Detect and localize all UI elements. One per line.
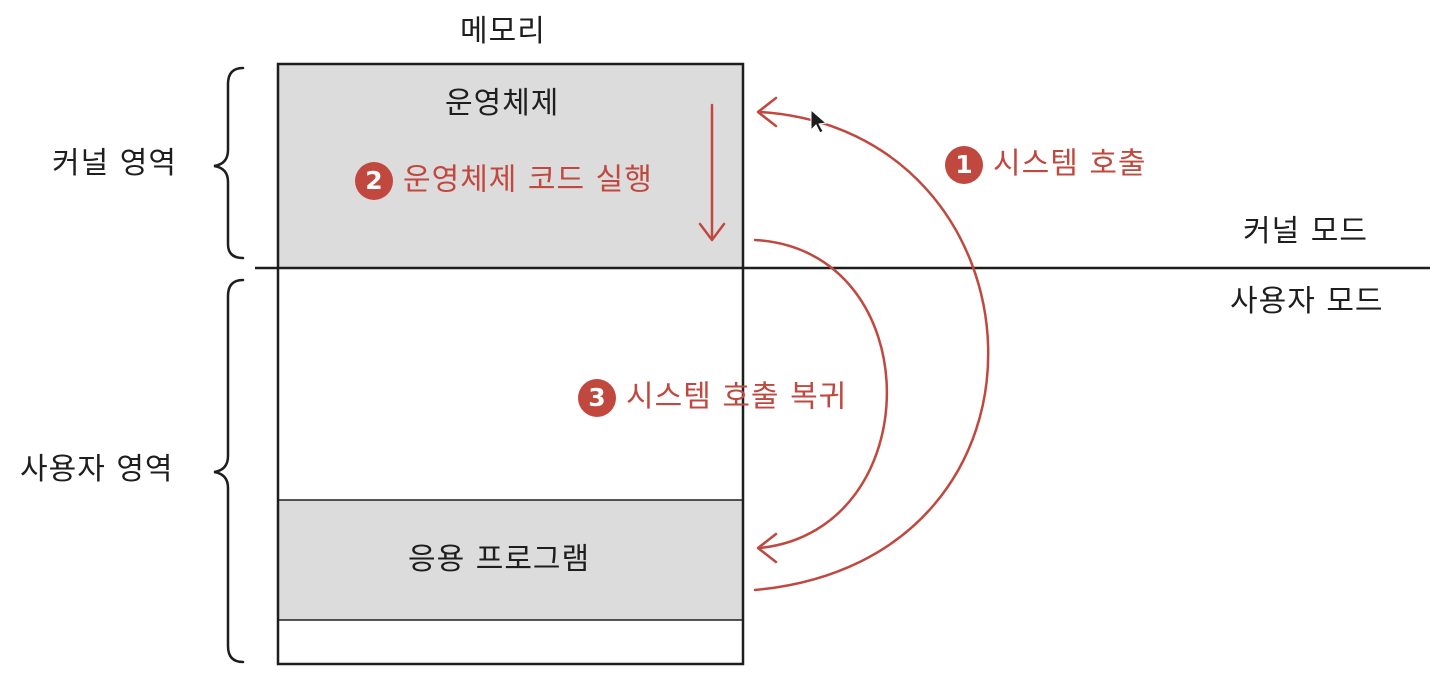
os-region-label: 운영체제 bbox=[445, 86, 560, 121]
user-area-label: 사용자 영역 bbox=[20, 452, 174, 487]
system-call-arc bbox=[753, 110, 990, 592]
kernel-area-brace bbox=[213, 66, 245, 260]
step-os-code-exec: 2 운영체제 코드 실행 bbox=[355, 160, 653, 201]
system-call-arrowhead bbox=[756, 96, 778, 128]
user-area-brace bbox=[213, 278, 245, 664]
system-call-return-arrowhead bbox=[756, 532, 778, 564]
step-label: 시스템 호출 bbox=[993, 146, 1147, 182]
kernel-mode-label: 커널 모드 bbox=[1243, 214, 1368, 249]
os-region bbox=[278, 64, 743, 268]
app-region-label: 응용 프로그램 bbox=[408, 542, 591, 577]
step-system-call-return: 3 시스템 호출 복귀 bbox=[578, 377, 847, 418]
step-label: 시스템 호출 복귀 bbox=[626, 379, 848, 415]
step-system-call: 1 시스템 호출 bbox=[945, 144, 1147, 185]
step-number-badge: 3 bbox=[578, 378, 616, 417]
kernel-area-label: 커널 영역 bbox=[52, 146, 177, 181]
system-call-return-arc bbox=[753, 238, 889, 550]
memory-title: 메모리 bbox=[460, 14, 546, 49]
step-label: 운영체제 코드 실행 bbox=[403, 162, 653, 198]
mouse-cursor-icon bbox=[810, 108, 828, 134]
step-number-badge: 2 bbox=[355, 161, 393, 200]
step-number-badge: 1 bbox=[945, 145, 983, 184]
user-mode-label: 사용자 모드 bbox=[1230, 284, 1384, 319]
os-code-exec-arrowhead bbox=[698, 222, 726, 242]
app-region bbox=[278, 500, 743, 620]
memory-box bbox=[276, 62, 745, 666]
